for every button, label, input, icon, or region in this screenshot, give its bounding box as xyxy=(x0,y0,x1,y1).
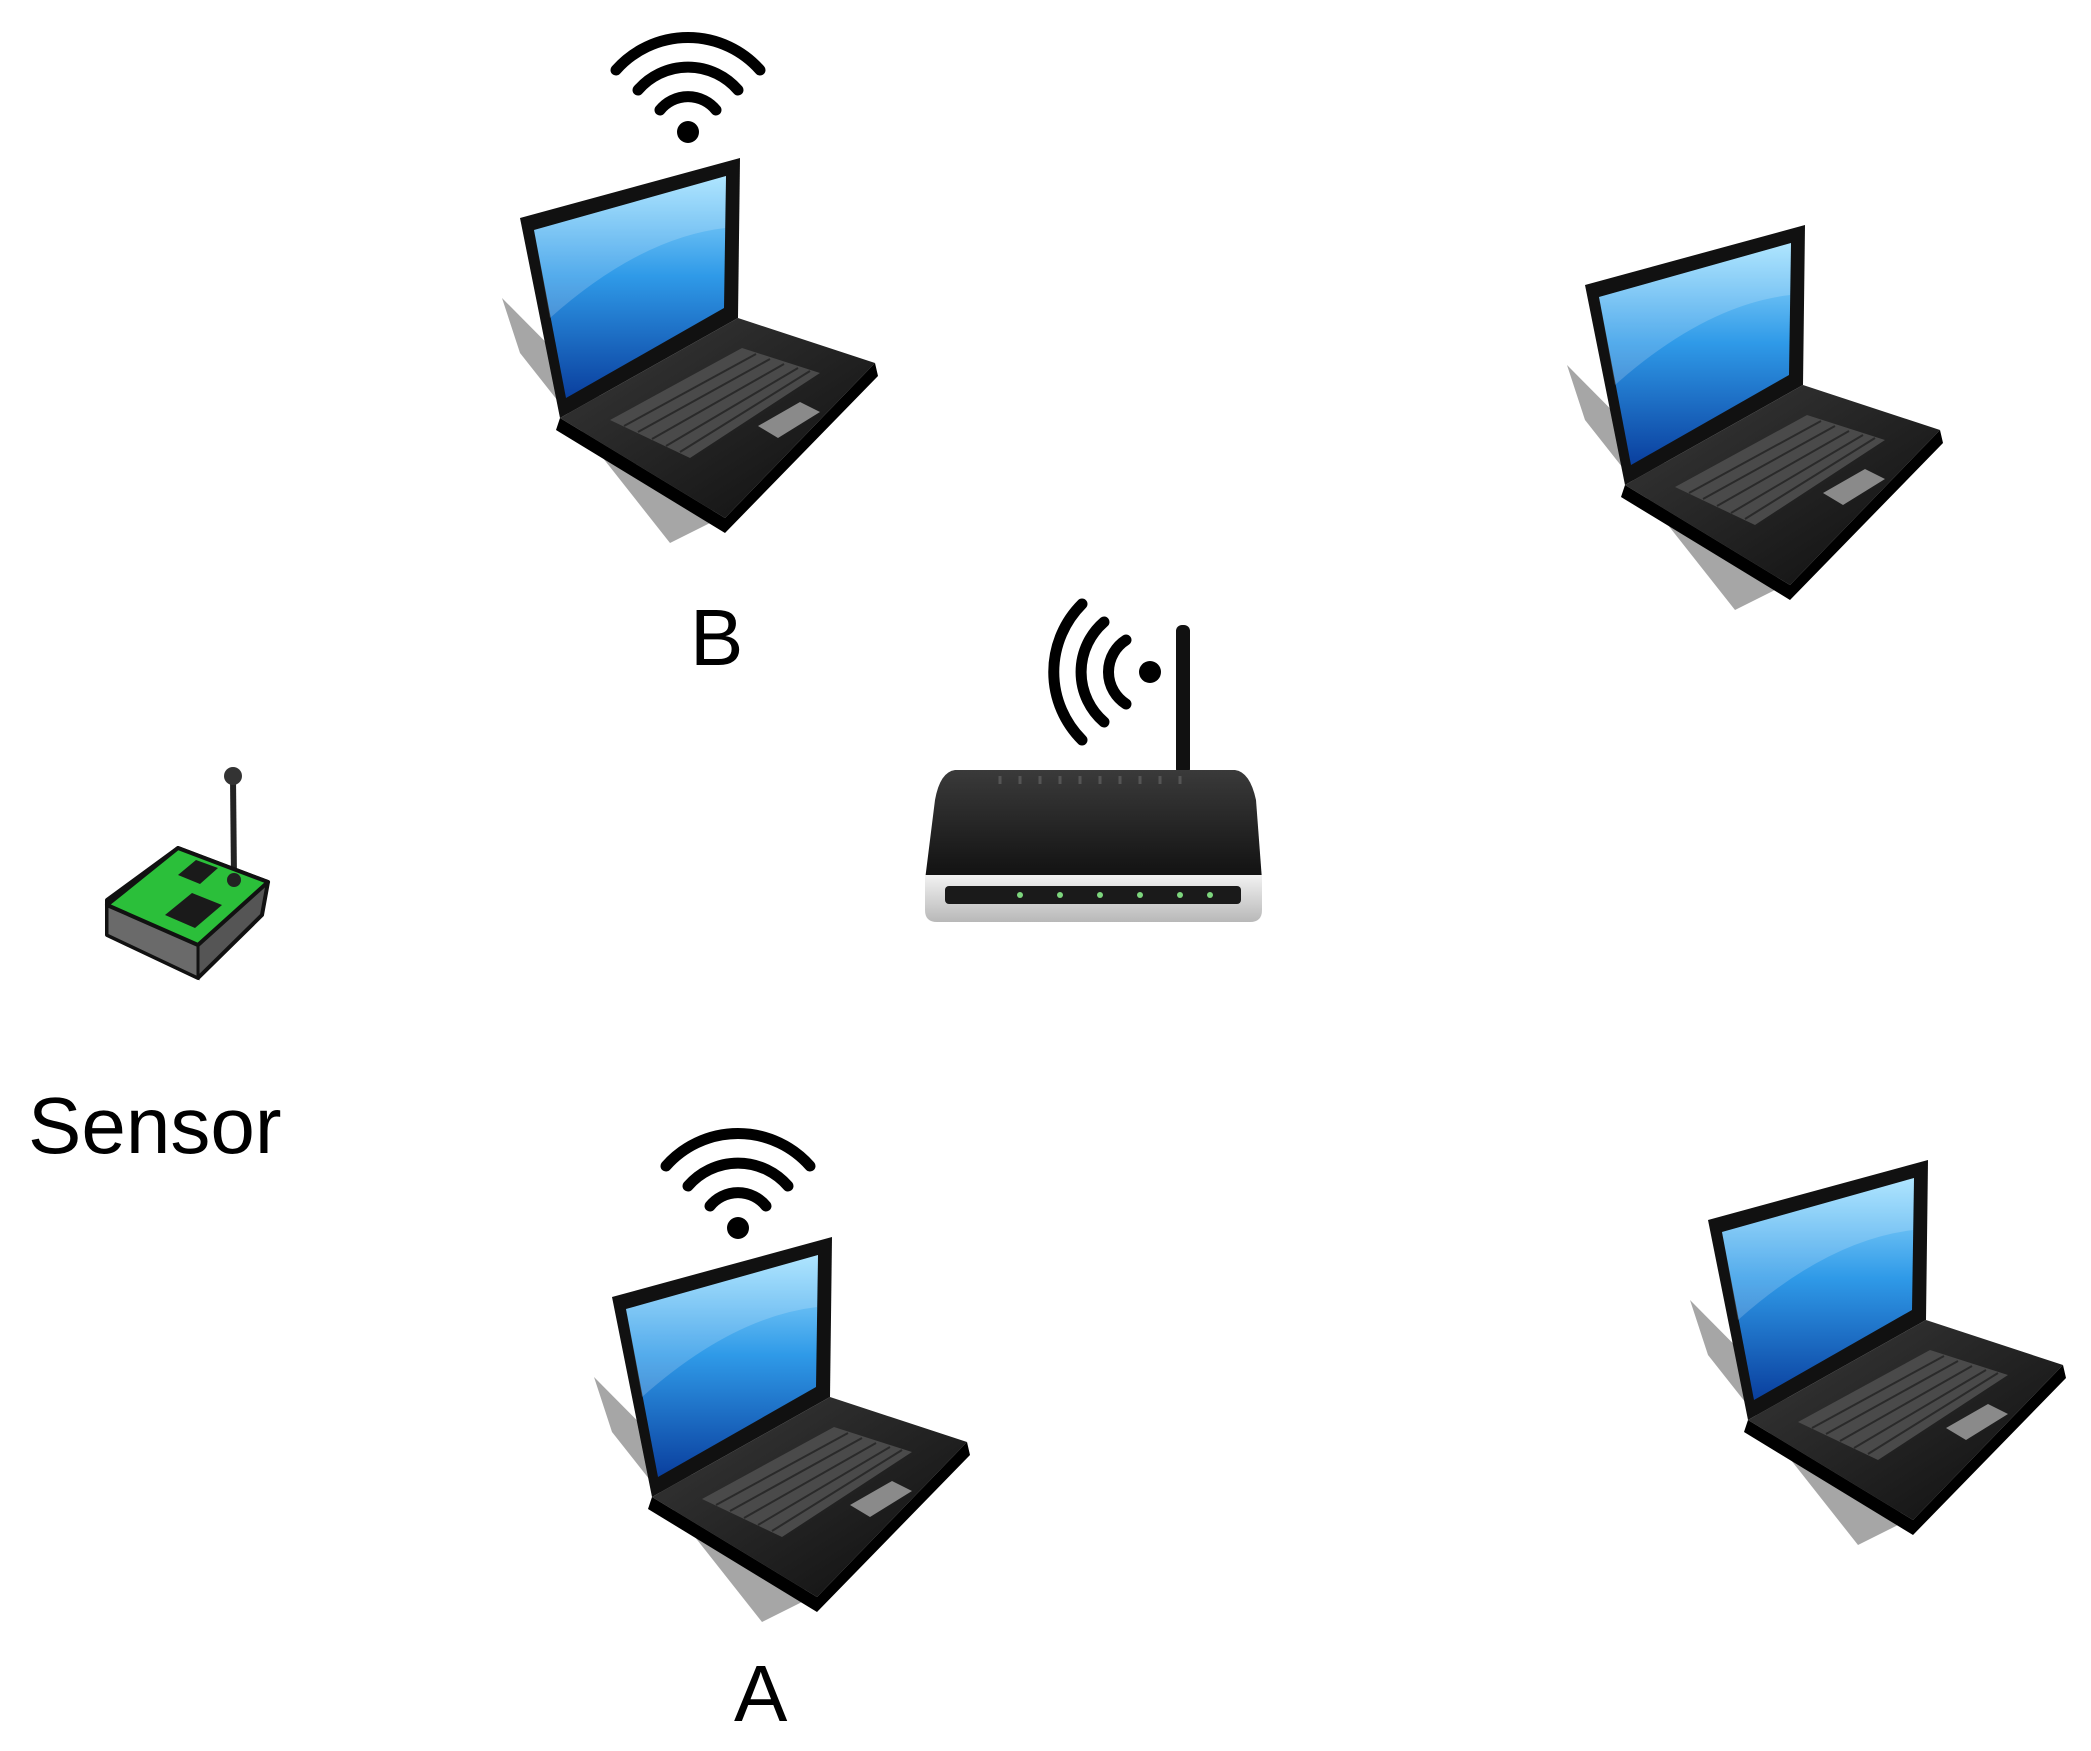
laptop-icon xyxy=(501,157,879,544)
laptop-icon xyxy=(1689,1159,2067,1546)
laptop-top-right xyxy=(1566,224,1944,611)
label-sensor: Sensor xyxy=(28,1081,282,1170)
laptop-a xyxy=(593,1133,971,1623)
label-a: A xyxy=(734,1649,788,1738)
router-icon xyxy=(925,770,1262,922)
laptop-icon xyxy=(593,1236,971,1623)
sensor xyxy=(105,767,270,981)
wifi-icon xyxy=(1048,598,1161,746)
sensor-icon xyxy=(105,767,270,981)
router xyxy=(925,598,1262,922)
laptop-bottom-right xyxy=(1689,1159,2067,1546)
wifi-icon xyxy=(616,37,760,143)
router-antenna xyxy=(1176,625,1190,775)
wifi-icon xyxy=(666,1133,810,1239)
label-b: B xyxy=(690,593,744,682)
laptop-icon xyxy=(1566,224,1944,611)
laptop-b xyxy=(501,37,879,544)
